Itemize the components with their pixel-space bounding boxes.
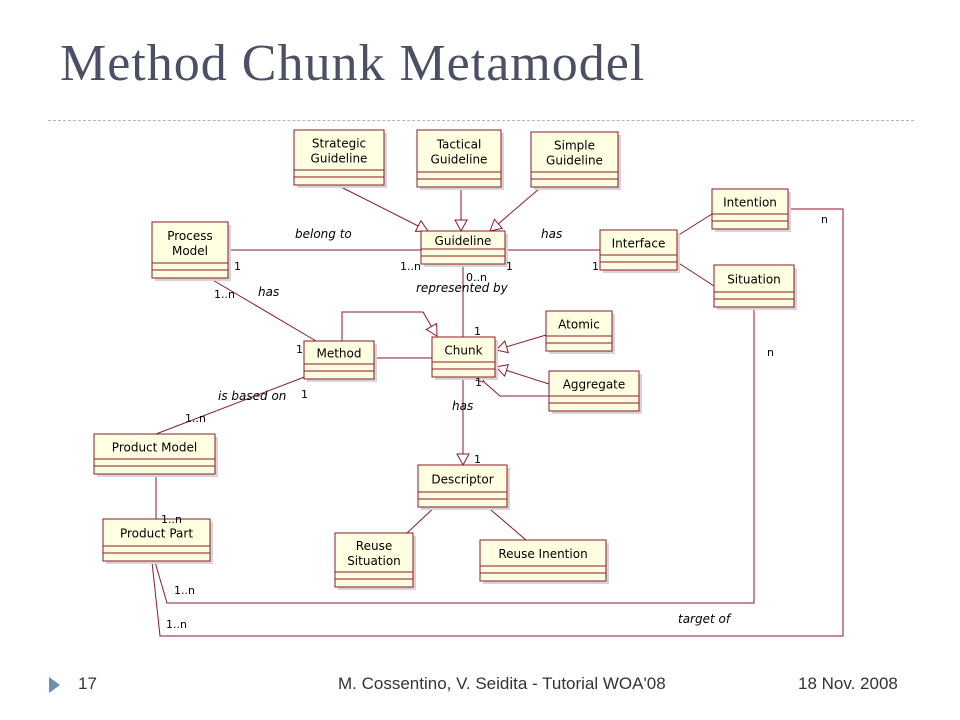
assoc-target-situation-line: [154, 291, 759, 604]
multiplicity-label: n: [767, 346, 774, 359]
multiplicity-label: n: [821, 213, 828, 226]
footer-author: M. Cossentino, V. Seidita - Tutorial WOA…: [338, 674, 666, 693]
class-name-text: Chunk: [444, 344, 482, 358]
footer-page-number: 17: [78, 674, 97, 693]
aggregation-intention-line: [676, 206, 725, 237]
class-name-text: Product Part: [120, 527, 193, 541]
class-name-text: Method: [316, 347, 361, 361]
aggregation-situation-line: [676, 261, 727, 295]
class-name-text: Simple: [554, 139, 595, 153]
association-label-has-method: has: [258, 285, 279, 299]
class-method: Method: [303, 340, 377, 382]
class-name-text: Guideline: [435, 234, 492, 248]
class-name-text: Guideline: [431, 153, 488, 167]
association-label-belong-to: belong to: [295, 227, 352, 241]
multiplicity-label: 1..n: [166, 618, 187, 631]
multiplicity-label: 1: [296, 343, 303, 356]
generalization-method-line: [341, 311, 438, 341]
generalization-aggregate-line: [495, 363, 550, 385]
class-intention: Intention: [711, 188, 791, 232]
class-guideline: Guideline: [420, 230, 508, 267]
multiplicity-label: 1..n: [214, 288, 235, 301]
class-name-text: Descriptor: [431, 473, 493, 487]
multiplicity-label: 1: [474, 325, 481, 338]
multiplicity-label: 1..n: [161, 513, 182, 526]
generalization-atomic-line: [494, 334, 547, 354]
class-situation: Situation: [713, 264, 797, 310]
class-name-text: Tactical: [436, 138, 482, 152]
multiplicity-label: 1..n: [174, 584, 195, 597]
class-name-text: Reuse: [356, 539, 392, 553]
class-name-text: Interface: [612, 237, 666, 251]
footer-date: 18 Nov. 2008: [798, 674, 898, 693]
association-label-target-of: target of: [678, 612, 732, 626]
slide-title: Method Chunk Metamodel: [60, 35, 646, 92]
multiplicity-label: 1: [234, 260, 241, 273]
footer-bullet-icon: [49, 677, 60, 693]
class-name-text: Strategic: [312, 137, 366, 151]
class-name-text: Reuse Inention: [498, 547, 587, 561]
class-name-text: Guideline: [311, 152, 368, 166]
class-name-text: Process: [167, 229, 213, 243]
generalization-simple-line: [489, 187, 541, 232]
association-label-has-interface: has: [541, 227, 562, 241]
class-name-text: Model: [172, 244, 208, 258]
multiplicity-label: 1..n: [185, 412, 206, 425]
assoc-target-intention-line: [151, 208, 844, 637]
class-name-text: Aggregate: [563, 378, 626, 392]
multiplicity-label: 1: [592, 260, 599, 273]
title-divider: [48, 120, 914, 121]
multiplicity-label: 1..n: [400, 260, 421, 273]
multiplicity-label: 1: [506, 260, 513, 273]
class-chunk: Chunk: [431, 336, 498, 380]
association-label-is-based-on: is based on: [218, 389, 286, 403]
class-name-text: Guideline: [546, 154, 603, 168]
class-interface: Interface: [599, 229, 680, 273]
assoc-has-method-line: [210, 278, 317, 342]
multiplicity-label: 0..n: [466, 271, 487, 284]
generalization-strategic-line: [338, 185, 429, 232]
class-name-text: Product Model: [112, 441, 197, 455]
class-descriptor: Descriptor: [417, 464, 510, 510]
multiplicity-label: 1: [475, 376, 482, 389]
class-reuse-intention: Reuse Inention: [479, 539, 609, 584]
multiplicity-label: 1: [301, 388, 308, 401]
aggregation-chunk-line: [472, 372, 549, 397]
multiplicity-label: 1: [474, 453, 481, 466]
class-product-part: Product Part: [102, 518, 213, 564]
class-name-text: Situation: [347, 554, 401, 568]
class-name-text: Intention: [723, 196, 777, 210]
class-atomic: Atomic: [545, 310, 615, 354]
class-product-model: Product Model: [93, 433, 218, 477]
association-label-represented-by: represented by: [416, 281, 509, 295]
class-aggregate: Aggregate: [548, 370, 642, 414]
assoc-is-based-on-line: [155, 375, 308, 435]
class-name-text: Situation: [727, 273, 781, 287]
class-name-text: Atomic: [558, 318, 600, 332]
association-label-has-descriptor: has: [452, 399, 473, 413]
